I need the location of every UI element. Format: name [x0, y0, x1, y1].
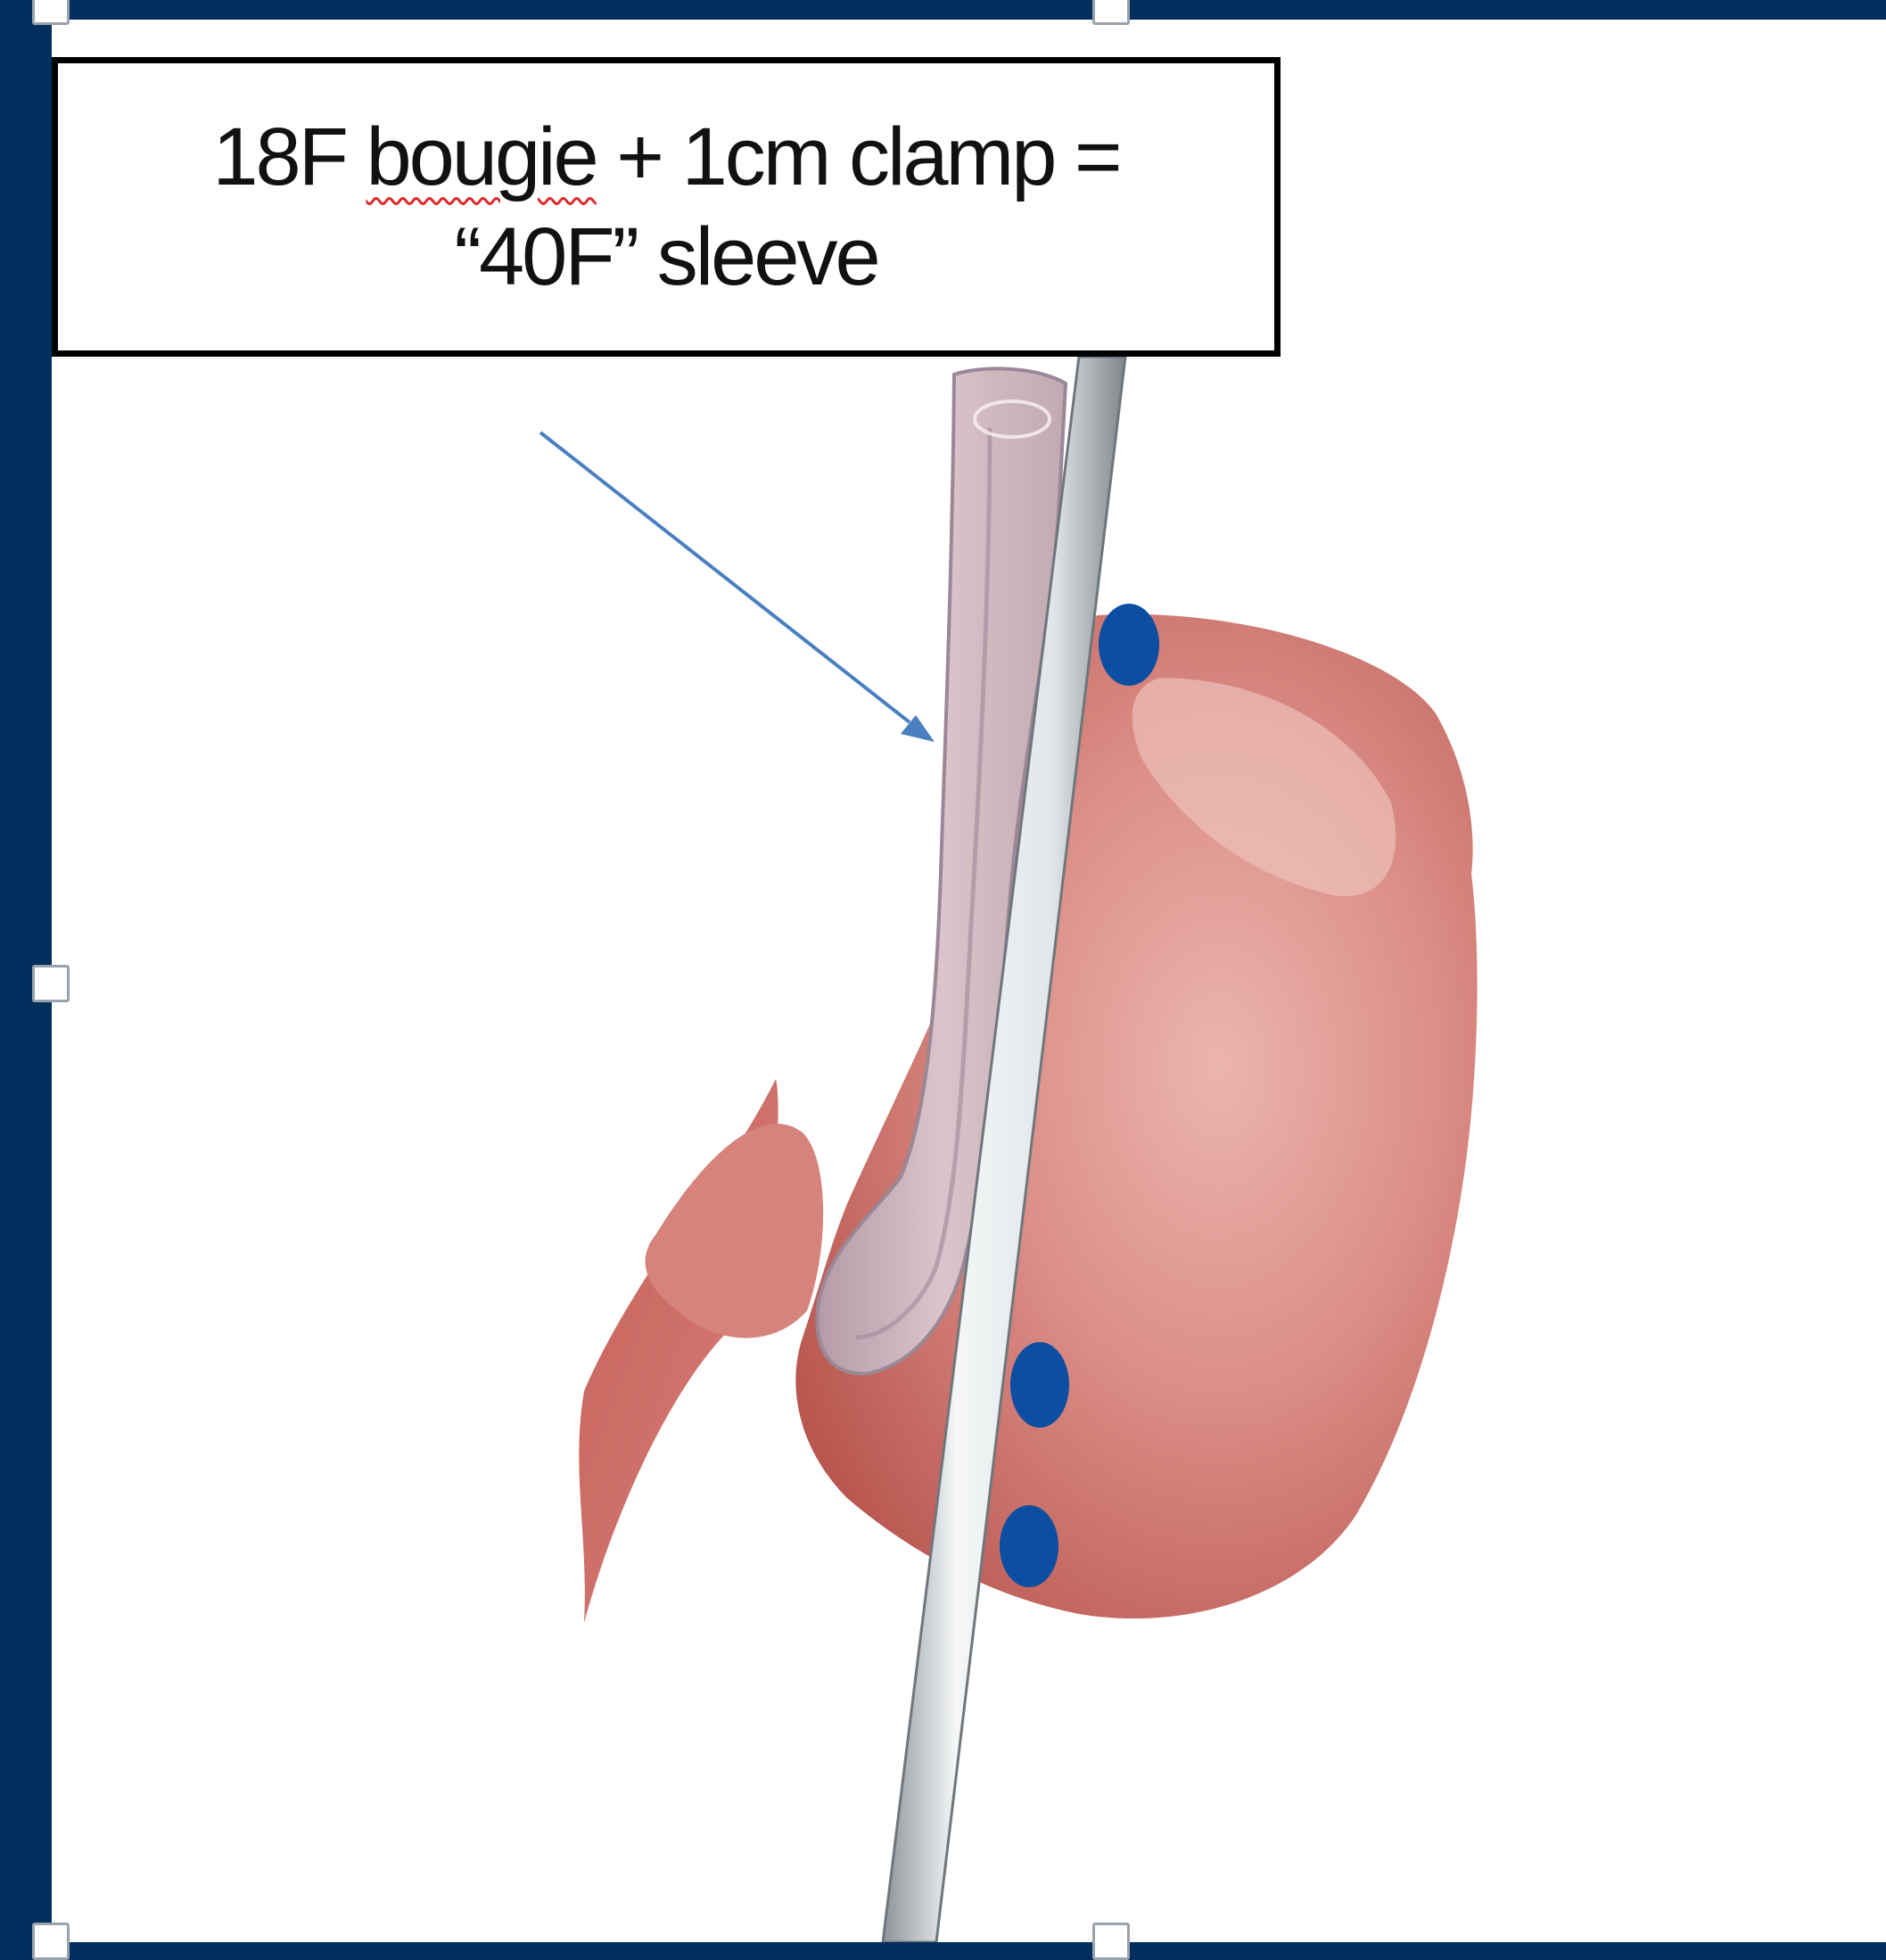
- staple-marker-bottom: [1000, 1505, 1058, 1587]
- caption-suffix: + 1cm clamp =: [597, 111, 1120, 202]
- caption-line-1: 18F bougie + 1cm clamp =: [212, 107, 1119, 207]
- caption-line-2: “40F” sleeve: [454, 207, 877, 307]
- pylorus-bulb: [646, 1124, 824, 1338]
- spellcheck-marked-word[interactable]: bougie: [366, 111, 596, 202]
- callout-arrow-line: [540, 432, 910, 722]
- staple-marker-middle: [1010, 1342, 1069, 1428]
- staple-marker-top: [1099, 604, 1159, 686]
- stomach-body: [795, 614, 1477, 1618]
- caption-box[interactable]: 18F bougie + 1cm clamp = “40F” sleeve: [52, 57, 1281, 357]
- caption-prefix: 18F: [212, 111, 366, 202]
